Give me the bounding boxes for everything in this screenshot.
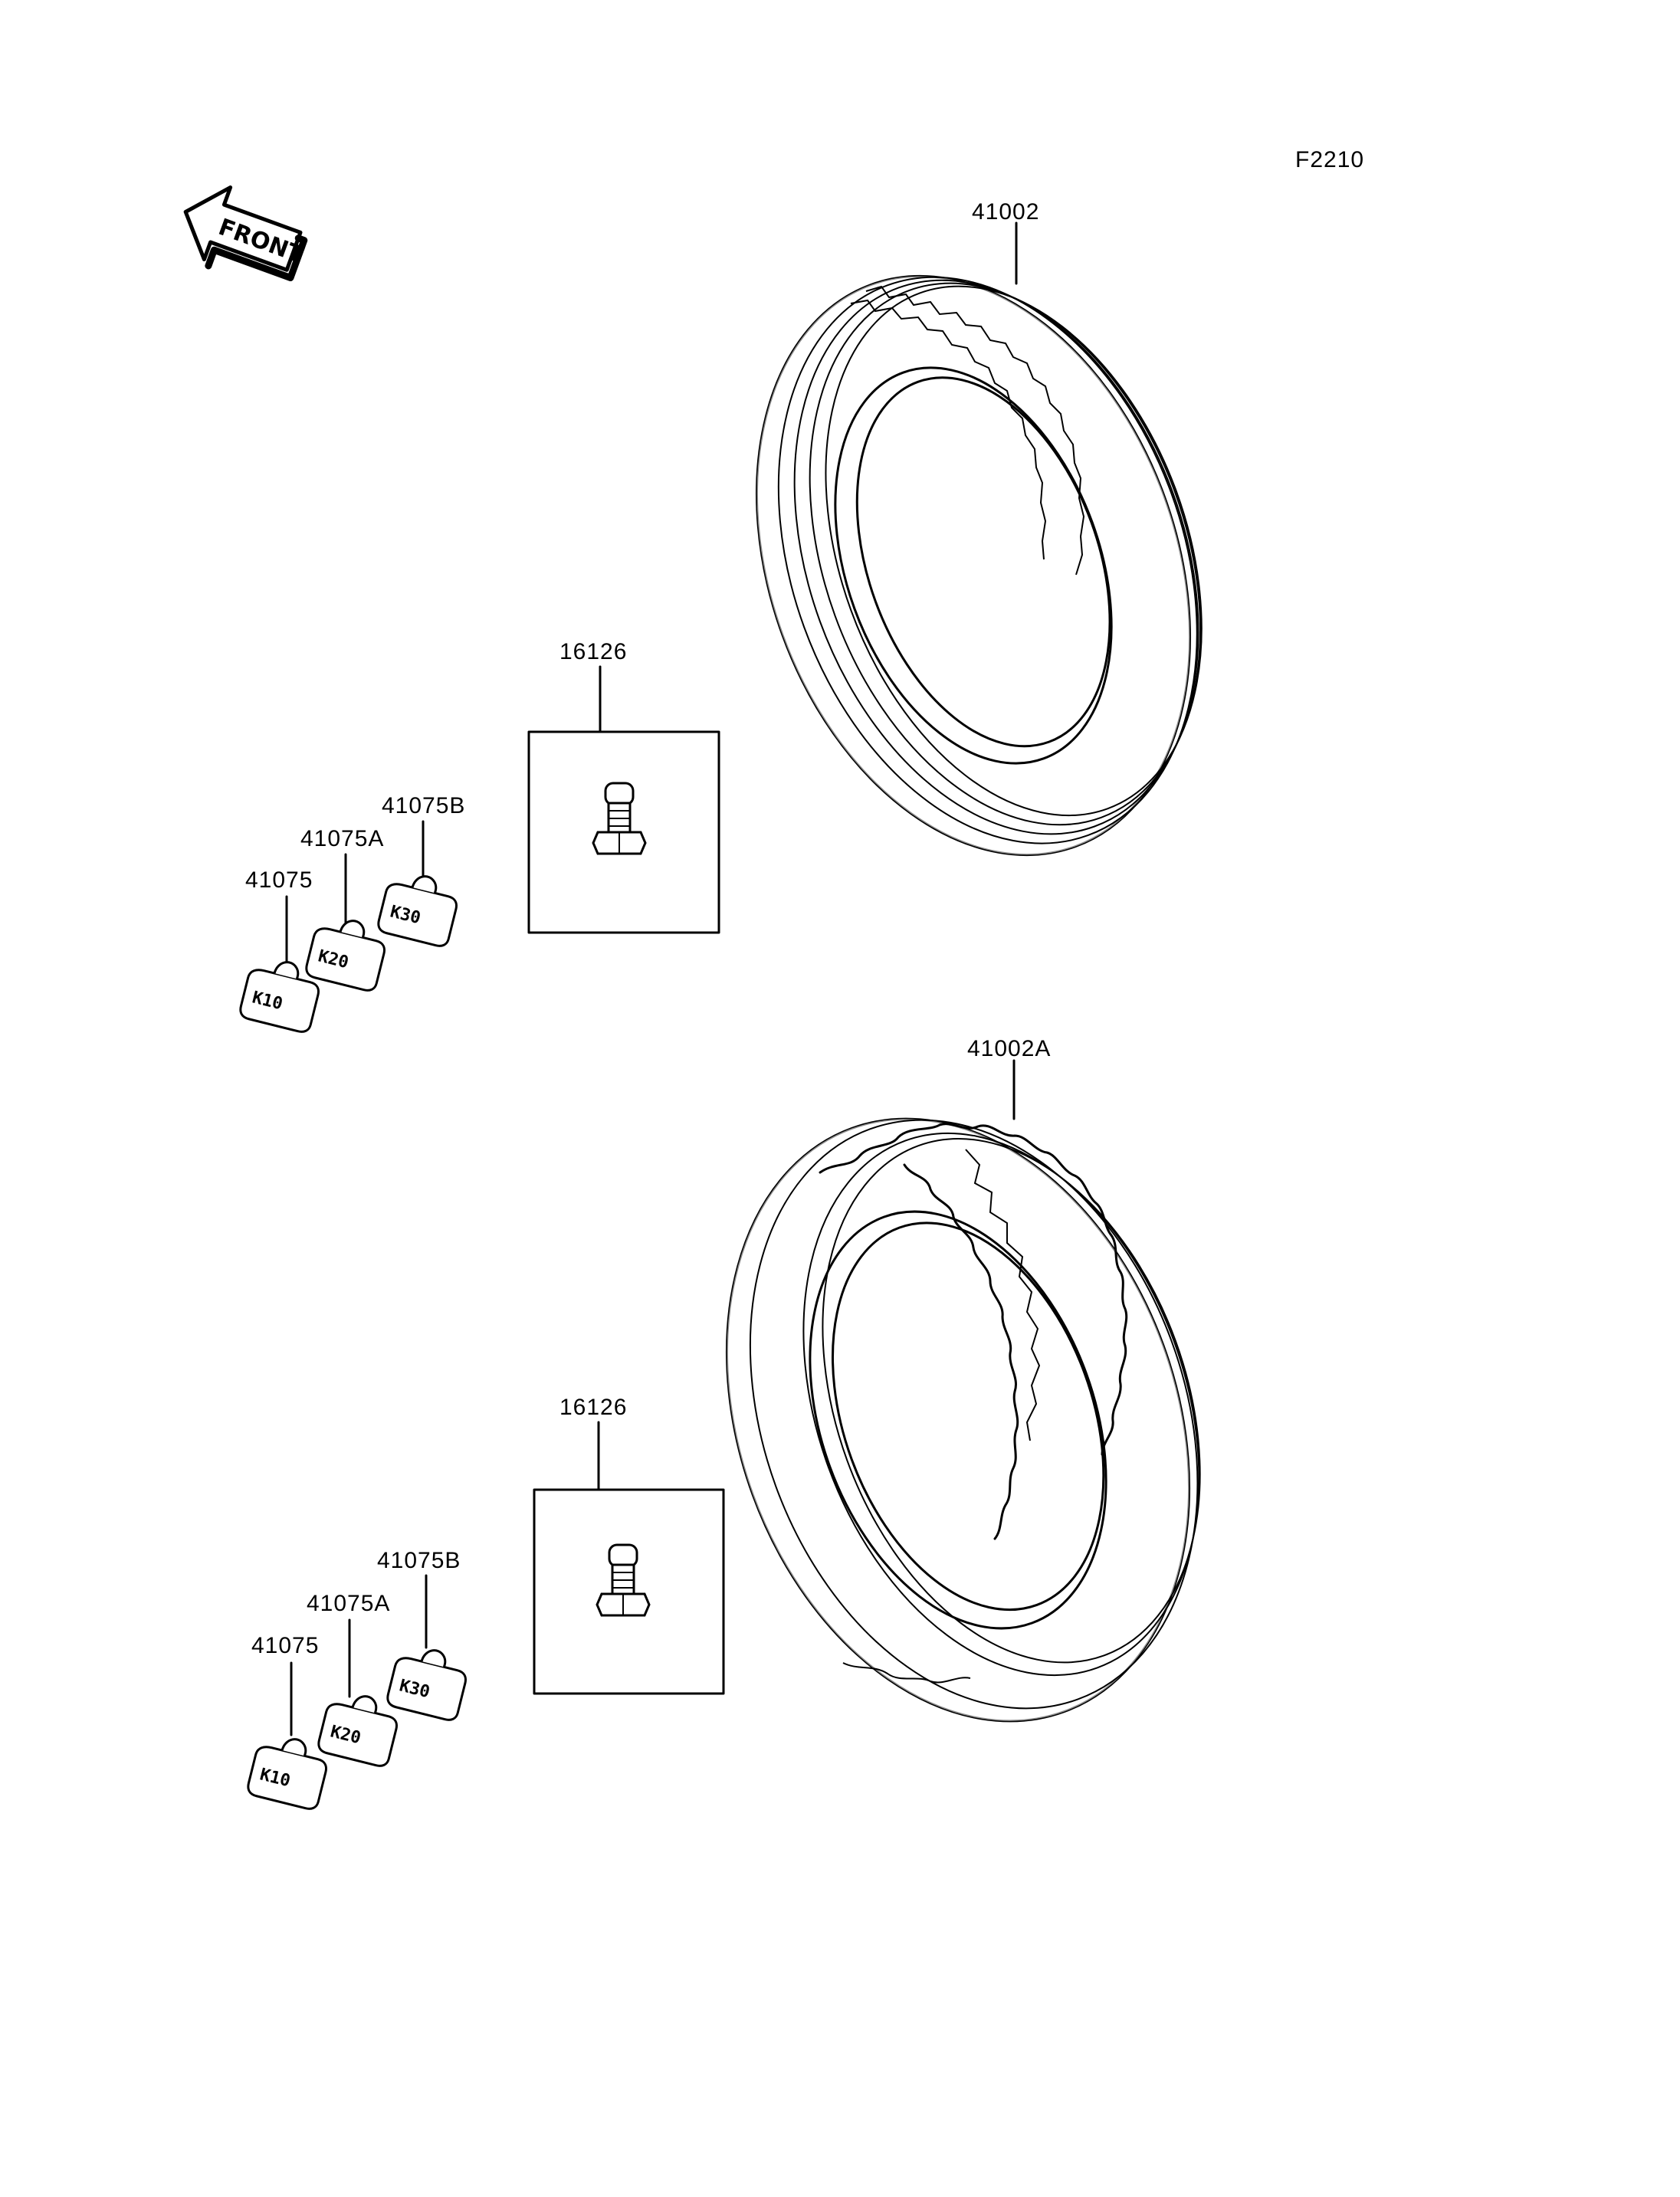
part-label-41075-lower: 41075 xyxy=(251,1633,319,1658)
figure-code: F2210 xyxy=(1295,147,1364,172)
weight-k10-icon: K10 xyxy=(239,961,320,1033)
weight-k10-icon: K10 xyxy=(247,1738,327,1810)
upper-weights: 41075B 41075A 41075 K30 K20 K10 xyxy=(239,793,465,1033)
part-label-16126-upper: 16126 xyxy=(559,639,627,664)
part-label-41075b-upper: 41075B xyxy=(382,793,465,818)
upper-valve: 16126 xyxy=(527,639,720,934)
valve-box xyxy=(527,730,720,934)
weight-k30-icon: K30 xyxy=(377,875,458,947)
front-arrow-icon: FRONT xyxy=(183,185,308,281)
weight-k20-icon: K20 xyxy=(317,1695,398,1767)
part-label-41002: 41002 xyxy=(972,199,1039,225)
weight-k30-icon: K30 xyxy=(386,1649,467,1721)
part-label-41075a-upper: 41075A xyxy=(300,826,384,851)
valve-stem-icon xyxy=(592,782,647,855)
part-label-16126-lower: 16126 xyxy=(559,1395,627,1420)
part-label-41075a-lower: 41075A xyxy=(307,1591,390,1616)
part-label-41002a: 41002A xyxy=(967,1036,1051,1061)
part-label-41075b-lower: 41075B xyxy=(377,1548,461,1573)
weight-k20-icon: K20 xyxy=(305,920,386,992)
part-label-41075-upper: 41075 xyxy=(245,867,313,893)
lower-weights: 41075B 41075A 41075 K30 K20 K10 xyxy=(247,1548,467,1810)
valve-stem-icon xyxy=(596,1543,651,1617)
valve-box xyxy=(533,1488,725,1695)
lower-tire: 41002A xyxy=(725,1036,1201,1723)
upper-tire: 41002 xyxy=(756,199,1203,857)
lower-valve: 16126 xyxy=(533,1395,725,1695)
